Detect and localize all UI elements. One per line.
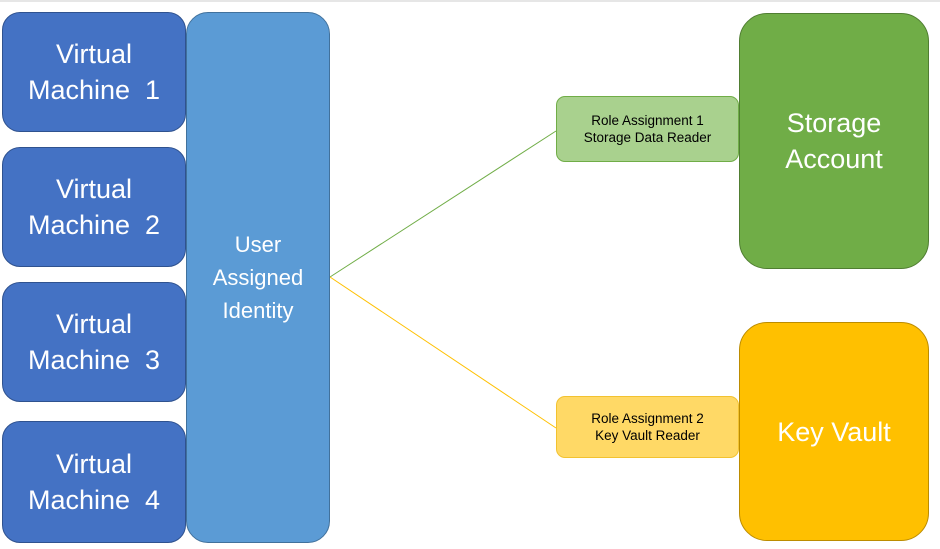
virtual-machine-3: Virtual Machine 3 <box>2 282 186 402</box>
identity-label-line2: Assigned <box>212 265 304 290</box>
top-divider <box>0 0 940 2</box>
role-title: Role Assignment 2 <box>591 411 704 426</box>
vm-label-line2: Machine 2 <box>27 210 161 240</box>
virtual-machine-1: Virtual Machine 1 <box>2 12 186 132</box>
vm-label-line1: Virtual <box>55 174 133 204</box>
storage-label-line2: Account <box>785 144 883 174</box>
connector-storage-role <box>329 130 557 278</box>
role-name: Key Vault Reader <box>595 428 700 443</box>
role-assignment-key-vault: Role Assignment 2 Key Vault Reader <box>556 396 739 458</box>
virtual-machine-2: Virtual Machine 2 <box>2 147 186 267</box>
vm-label-line1: Virtual <box>55 449 133 479</box>
vm-label-line2: Machine 4 <box>27 485 161 515</box>
vm-label-line1: Virtual <box>55 39 133 69</box>
role-assignment-storage: Role Assignment 1 Storage Data Reader <box>556 96 739 162</box>
vm-label-line1: Virtual <box>55 309 133 339</box>
identity-label-line3: Identity <box>222 298 294 323</box>
storage-label-line1: Storage <box>786 108 882 138</box>
vm-label-line2: Machine 1 <box>27 75 161 105</box>
storage-account: Storage Account <box>739 13 929 269</box>
user-assigned-identity: User Assigned Identity <box>186 12 330 543</box>
connector-key-vault-role <box>329 276 557 429</box>
role-name: Storage Data Reader <box>583 130 712 145</box>
key-vault: Key Vault <box>739 322 929 541</box>
vm-label-line2: Machine 3 <box>27 345 161 375</box>
role-title: Role Assignment 1 <box>591 113 704 128</box>
identity-label-line1: User <box>234 232 282 257</box>
key-vault-label: Key Vault <box>777 416 891 447</box>
virtual-machine-4: Virtual Machine 4 <box>2 421 186 543</box>
